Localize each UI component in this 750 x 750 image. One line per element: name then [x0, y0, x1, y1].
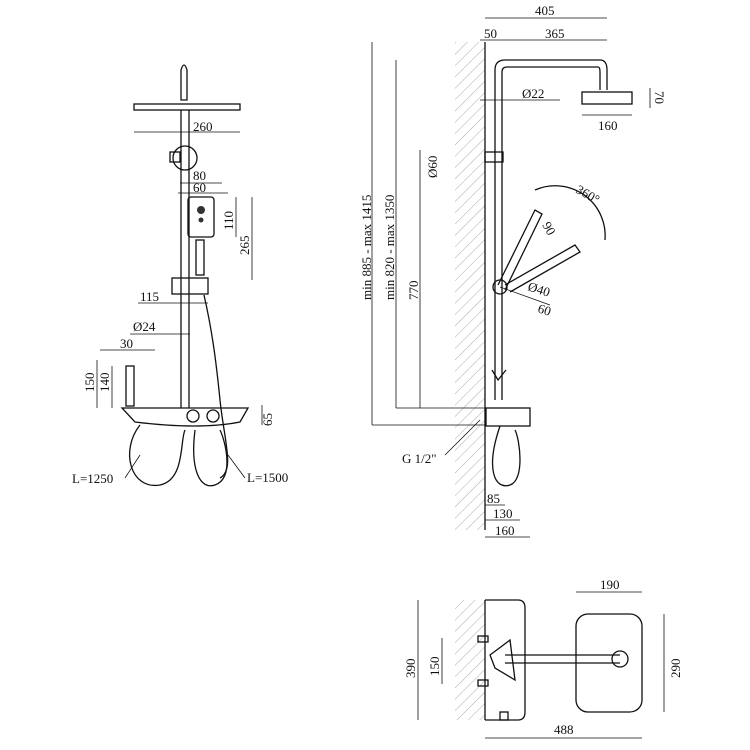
dim-head-thickness: 70: [652, 91, 667, 104]
dim-arm-diameter: Ø22: [522, 86, 544, 101]
dim-shelf-height: 65: [260, 413, 275, 426]
hand-shower-raised: [497, 209, 543, 291]
label-rotation: 360°: [574, 182, 603, 207]
slide-holder: [171, 277, 209, 295]
dim-angle: 90: [539, 219, 558, 238]
dim-head-depth: 160: [598, 118, 618, 133]
dim-handle-width-outer: 80: [193, 168, 206, 183]
hose-right: [203, 294, 229, 479]
dim-depth-85: 85: [487, 491, 500, 506]
top-shower-head: [575, 613, 643, 713]
label-hose-left: L=1250: [72, 471, 113, 486]
top-view: 390 150 190 290 488: [403, 577, 683, 739]
shower-arm-outer: [494, 59, 608, 400]
side-hose: [492, 425, 521, 487]
dim-total-reach: 405: [535, 3, 555, 18]
dim-depth-130: 130: [493, 506, 513, 521]
control-knob-left: [186, 409, 200, 423]
dim-joint-length: 60: [536, 301, 553, 319]
dim-height-outer: min 885 - max 1415: [359, 195, 374, 300]
dim-spout-height-outer: 150: [82, 373, 97, 393]
label-thread: G 1/2": [402, 451, 437, 466]
top-valve: [489, 638, 516, 682]
spout: [125, 365, 135, 407]
dim-lower-height: 770: [406, 281, 421, 301]
hand-shower-handle: [195, 239, 205, 276]
wall-hatch: [455, 42, 485, 530]
dim-top-head-width: 190: [600, 577, 620, 592]
holder-joint: [492, 279, 508, 295]
dim-arm-length: 365: [545, 26, 565, 41]
dim-handle-head-height: 110: [221, 211, 236, 230]
dim-bracket-diameter: Ø60: [425, 156, 440, 178]
top-connector: [180, 64, 188, 101]
dim-total-length: 488: [554, 722, 574, 737]
rotation-arc: [534, 185, 606, 241]
dim-wall-height: 390: [403, 659, 418, 679]
hand-shower-lowered: [504, 244, 581, 293]
hand-shower-head: [187, 196, 215, 238]
side-shower-head: [581, 91, 633, 105]
thermostat-shelf: [120, 407, 250, 427]
mount-plate: [485, 599, 526, 721]
dim-inlet-spacing: 150: [427, 657, 442, 677]
front-view: 260 80 60 110 265 Ø24 115 Ø24 30 150 140…: [72, 64, 288, 487]
dim-head-width: 260: [193, 119, 213, 134]
dim-holder-offset-label: 115: [140, 289, 159, 304]
hose-left: [128, 424, 186, 486]
dim-handle-width-inner: 60: [193, 180, 206, 195]
control-knob-right: [206, 409, 220, 423]
thermostat-body: [485, 407, 531, 427]
dim-depth-160: 160: [495, 523, 515, 538]
wall-bracket: [484, 151, 504, 163]
side-view: 405 50 365 Ø22 70 160 Ø60 360° 90 Ø40 60…: [359, 3, 667, 538]
dim-height-inner: min 820 - max 1350: [382, 195, 397, 300]
dim-handle-length: 265: [237, 236, 252, 256]
overhead-shower-head: [133, 103, 241, 111]
handle-base: [491, 369, 507, 382]
dim-spout-width: 30: [120, 336, 133, 351]
dim-top-head-length: 290: [668, 659, 683, 679]
dim-joint-diameter: Ø40: [526, 279, 552, 300]
dim-pipe-diameter: Ø24: [133, 319, 156, 334]
dim-spout-height-inner: 140: [97, 373, 112, 393]
diverter-knob: [172, 145, 198, 171]
dim-wall-gap: 50: [484, 26, 497, 41]
label-hose-right: L=1500: [247, 470, 288, 485]
